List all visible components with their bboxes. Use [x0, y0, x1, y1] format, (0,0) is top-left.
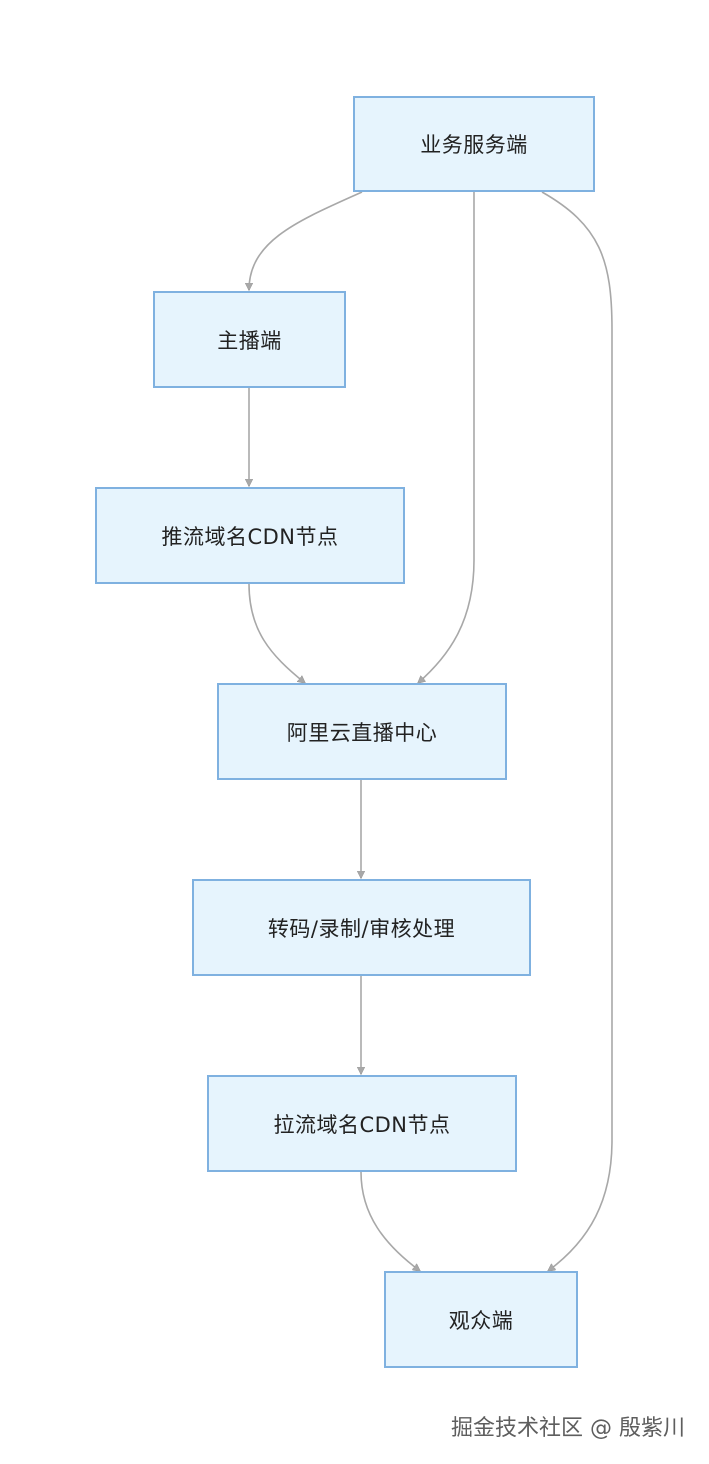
node-push-cdn-label: 推流域名CDN节点 — [161, 524, 339, 549]
edge-business-to-streamer — [249, 191, 363, 290]
node-aliyun-live-center-label: 阿里云直播中心 — [286, 720, 438, 745]
node-business-server-label: 业务服务端 — [420, 133, 528, 157]
node-pull-cdn-label: 拉流域名CDN节点 — [273, 1112, 451, 1137]
node-viewer: 观众端 — [384, 1271, 578, 1368]
node-viewer-label: 观众端 — [448, 1308, 514, 1333]
node-business-server: 业务服务端 — [353, 96, 595, 192]
edge-business-to-viewer — [541, 191, 613, 1271]
node-processing: 转码/录制/审核处理 — [192, 879, 531, 976]
node-streamer: 主播端 — [153, 291, 346, 388]
node-pull-cdn: 拉流域名CDN节点 — [207, 1075, 517, 1172]
watermark-text: 掘金技术社区 @ 殷紫川 — [451, 1416, 685, 1441]
edge-push-cdn-to-live-center — [248, 583, 305, 683]
edge-pull-cdn-to-viewer — [360, 1171, 420, 1271]
node-aliyun-live-center: 阿里云直播中心 — [217, 683, 507, 780]
edge-business-to-live-center — [418, 192, 475, 683]
node-streamer-label: 主播端 — [217, 328, 282, 353]
node-processing-label: 转码/录制/审核处理 — [267, 916, 456, 941]
node-push-cdn: 推流域名CDN节点 — [95, 487, 405, 584]
